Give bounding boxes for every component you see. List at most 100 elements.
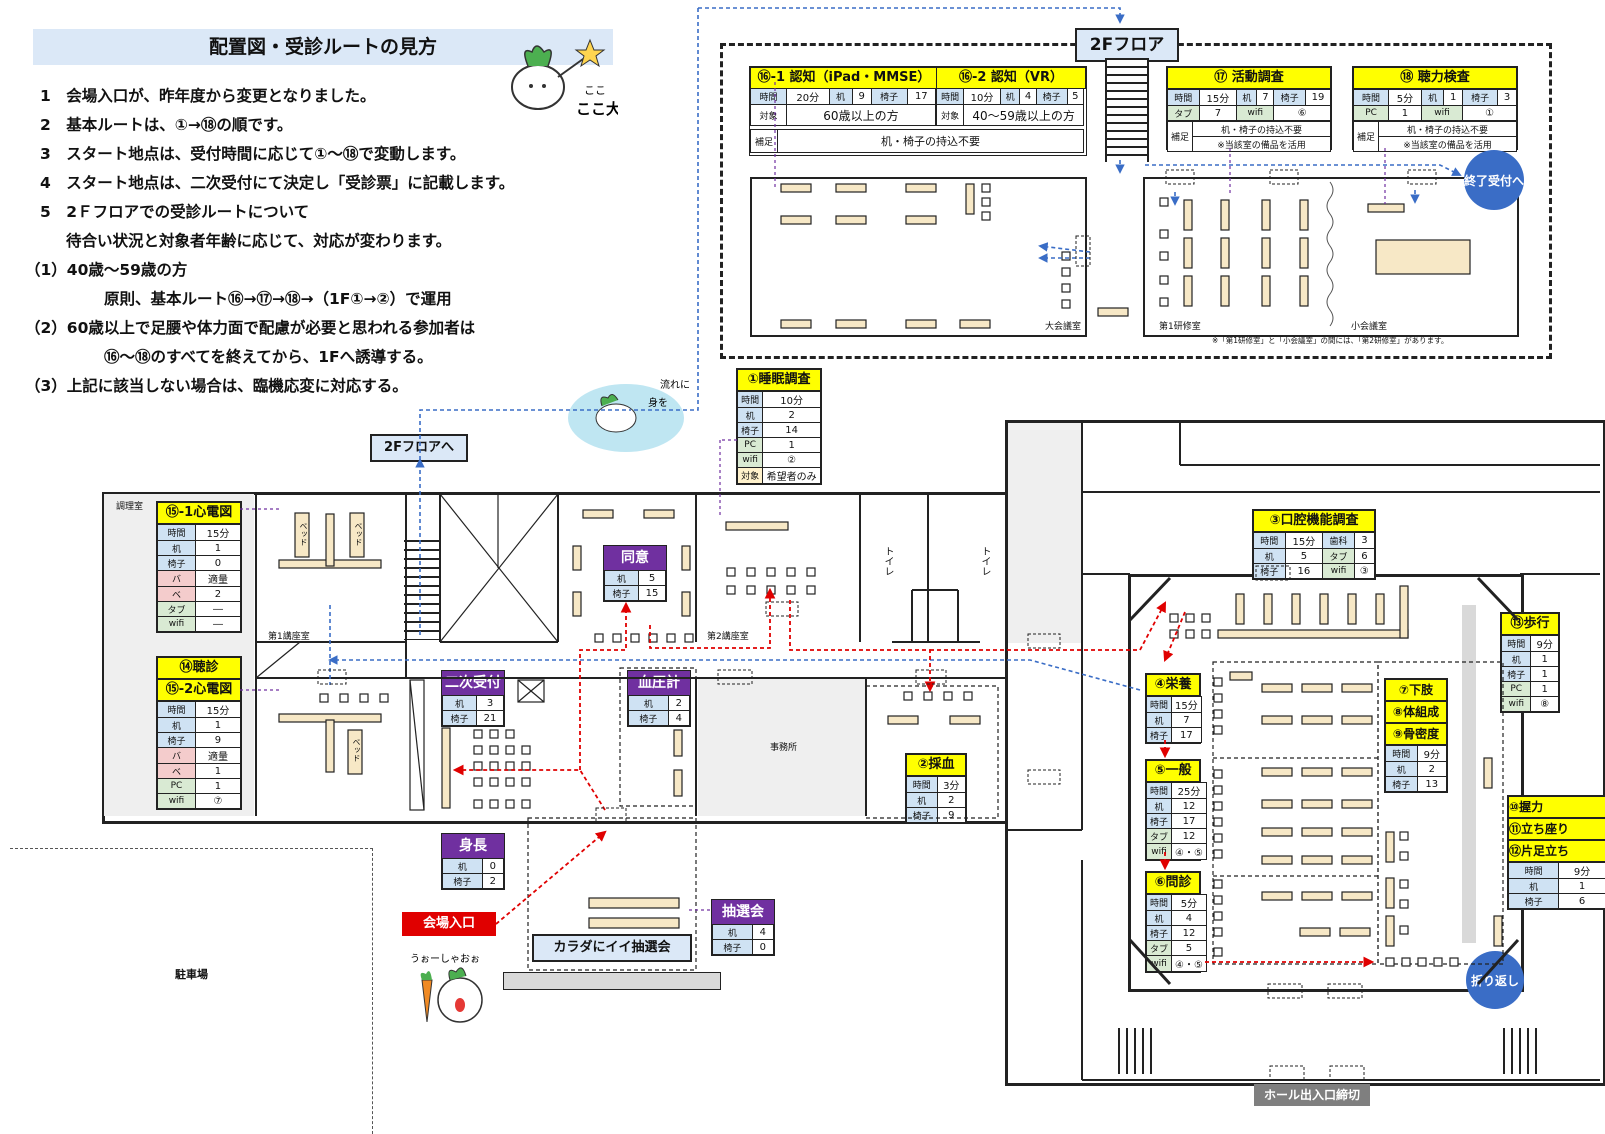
hear1f-key: 時間: [157, 701, 196, 718]
blood-title: ②採血: [906, 754, 966, 776]
oral-key: タブ: [1322, 548, 1355, 564]
cog2-target: 40～59歳以上の方: [963, 104, 1084, 126]
grip-key: 椅子: [1507, 893, 1560, 909]
office-label: 事務所: [770, 743, 798, 753]
sleep-key: 椅子: [736, 422, 764, 438]
end-reception-marker: 終了受付へ: [1464, 150, 1524, 210]
bp-key: 椅子: [628, 710, 669, 726]
room-label: 小会議室: [1351, 322, 1388, 332]
lecture1-label: 第1講座室: [268, 632, 310, 642]
walk-key: 机: [1500, 651, 1532, 667]
interview-key: wifi: [1145, 955, 1173, 972]
stairs-east-2: [1503, 1028, 1539, 1074]
activity-key: 時間: [1167, 89, 1200, 106]
ecg1-key: ベ: [157, 586, 196, 602]
reception2-key: 机: [441, 695, 478, 711]
toilet-label: トイレ: [979, 546, 990, 576]
lecture2-label: 第2講座室: [707, 632, 749, 642]
guide-line: 1 会場入口が、昨年度から変更となりました。: [40, 87, 376, 105]
guide-line: 2 基本ルートは、①→⑱の順です。: [40, 116, 293, 134]
oral-title: ③口腔機能調査: [1253, 510, 1375, 532]
blood-key: 椅子: [906, 807, 938, 823]
bed-label: ベッド: [299, 522, 308, 546]
walk-key: PC: [1500, 681, 1532, 697]
partition-wave: [1326, 181, 1334, 327]
sleep-key: PC: [736, 437, 764, 453]
reception2-value: 21: [476, 710, 504, 726]
activity-title: ⑰ 活動調査: [1167, 67, 1331, 89]
interview-value: 12: [1171, 925, 1207, 941]
height-value: 2: [481, 873, 505, 889]
hear1f-key: wifi: [157, 793, 196, 809]
oral-value: ③: [1353, 563, 1376, 579]
leg-title: ⑦下肢: [1385, 679, 1447, 701]
hall-exit-closed-label: ホール出入口締切: [1254, 1084, 1370, 1106]
walk-key: wifi: [1500, 696, 1532, 712]
bed-label: ベッド: [354, 522, 363, 546]
interview-title: ⑥問診: [1146, 872, 1200, 894]
guide-title: 配置図・受診ルートの見方: [33, 29, 613, 65]
activity-note: ※当該室の備品を活用: [1192, 136, 1331, 152]
walk-value: ⑧: [1530, 696, 1559, 712]
activity-key: タブ: [1167, 105, 1200, 121]
hear1f-key: PC: [157, 778, 196, 794]
hearing-wifi: ①: [1462, 105, 1517, 121]
stairs-1f: [404, 540, 440, 640]
guide-line: 原則、基本ルート⑯→⑰→⑱→（1F①→②）で運用: [104, 290, 452, 308]
blood-key: 机: [906, 792, 938, 808]
cog1-target: 60歳以上の方: [785, 104, 937, 126]
oral-key: wifi: [1322, 563, 1355, 579]
oral-value: 16: [1284, 563, 1324, 579]
activity-key: wifi: [1236, 105, 1275, 121]
nutrition-value: 7: [1171, 712, 1202, 728]
one-leg-title: ⑫片足立ち: [1508, 840, 1605, 862]
guide-line: （1）40歳～59歳の方: [25, 261, 188, 279]
consent-title: 同意: [604, 546, 666, 570]
consent-key: 椅子: [603, 585, 640, 601]
ecg2-title: ⑮-2心電図: [157, 679, 241, 701]
lottery-value: 0: [751, 939, 775, 955]
general-key: タブ: [1145, 828, 1173, 844]
cog2-target-key: 対象: [935, 104, 965, 126]
interview-value: ④・⑤: [1171, 955, 1207, 972]
reception2-value: 3: [476, 695, 504, 711]
blood-value: 2: [936, 792, 966, 808]
floor2-footnote: ※「第1研修室」と「小会議室」の間には、「第2研修室」があります。: [1212, 336, 1449, 345]
ecg1-value: ―: [194, 616, 242, 632]
cognitive-2-title: ⑯-2 認知（VR）: [936, 67, 1086, 89]
blood-key: 時間: [906, 776, 938, 793]
sleep-value: 希望者のみ: [762, 467, 821, 484]
sit-stand-title: ⑪立ち座り: [1508, 818, 1605, 840]
nutrition-title: ④栄養: [1146, 674, 1200, 696]
oral-key: 時間: [1253, 532, 1286, 549]
room-label: 大会議室: [1044, 322, 1081, 332]
mascot-carrot-illustration: うぉーしゃおぉ: [408, 950, 504, 1030]
reception2-key: 椅子: [441, 710, 478, 726]
nutrition-value: 17: [1171, 727, 1202, 743]
hearing-key: wifi: [1420, 105, 1464, 121]
general-key: 時間: [1145, 782, 1173, 799]
sleep-key: wifi: [736, 452, 764, 468]
grip-key: 時間: [1507, 862, 1560, 879]
bp-value: 4: [667, 710, 691, 726]
hearing-key: 机: [1420, 89, 1445, 106]
leg-value: 13: [1416, 776, 1448, 792]
sleep-key: 対象: [736, 467, 764, 484]
guide-line: 3 スタート地点は、受付時間に応じて①～⑱で変動します。: [40, 145, 466, 163]
ecg1-key: wifi: [157, 616, 196, 632]
bp-key: 机: [628, 695, 669, 711]
svg-text:うぉーしゃおぉ: うぉーしゃおぉ: [410, 953, 480, 965]
red-routes: [452, 587, 1375, 968]
bone-density-title: ⑨骨密度: [1385, 723, 1447, 745]
nutrition-key: 机: [1145, 712, 1173, 728]
floor2-label: 2Fフロア: [1075, 28, 1179, 62]
